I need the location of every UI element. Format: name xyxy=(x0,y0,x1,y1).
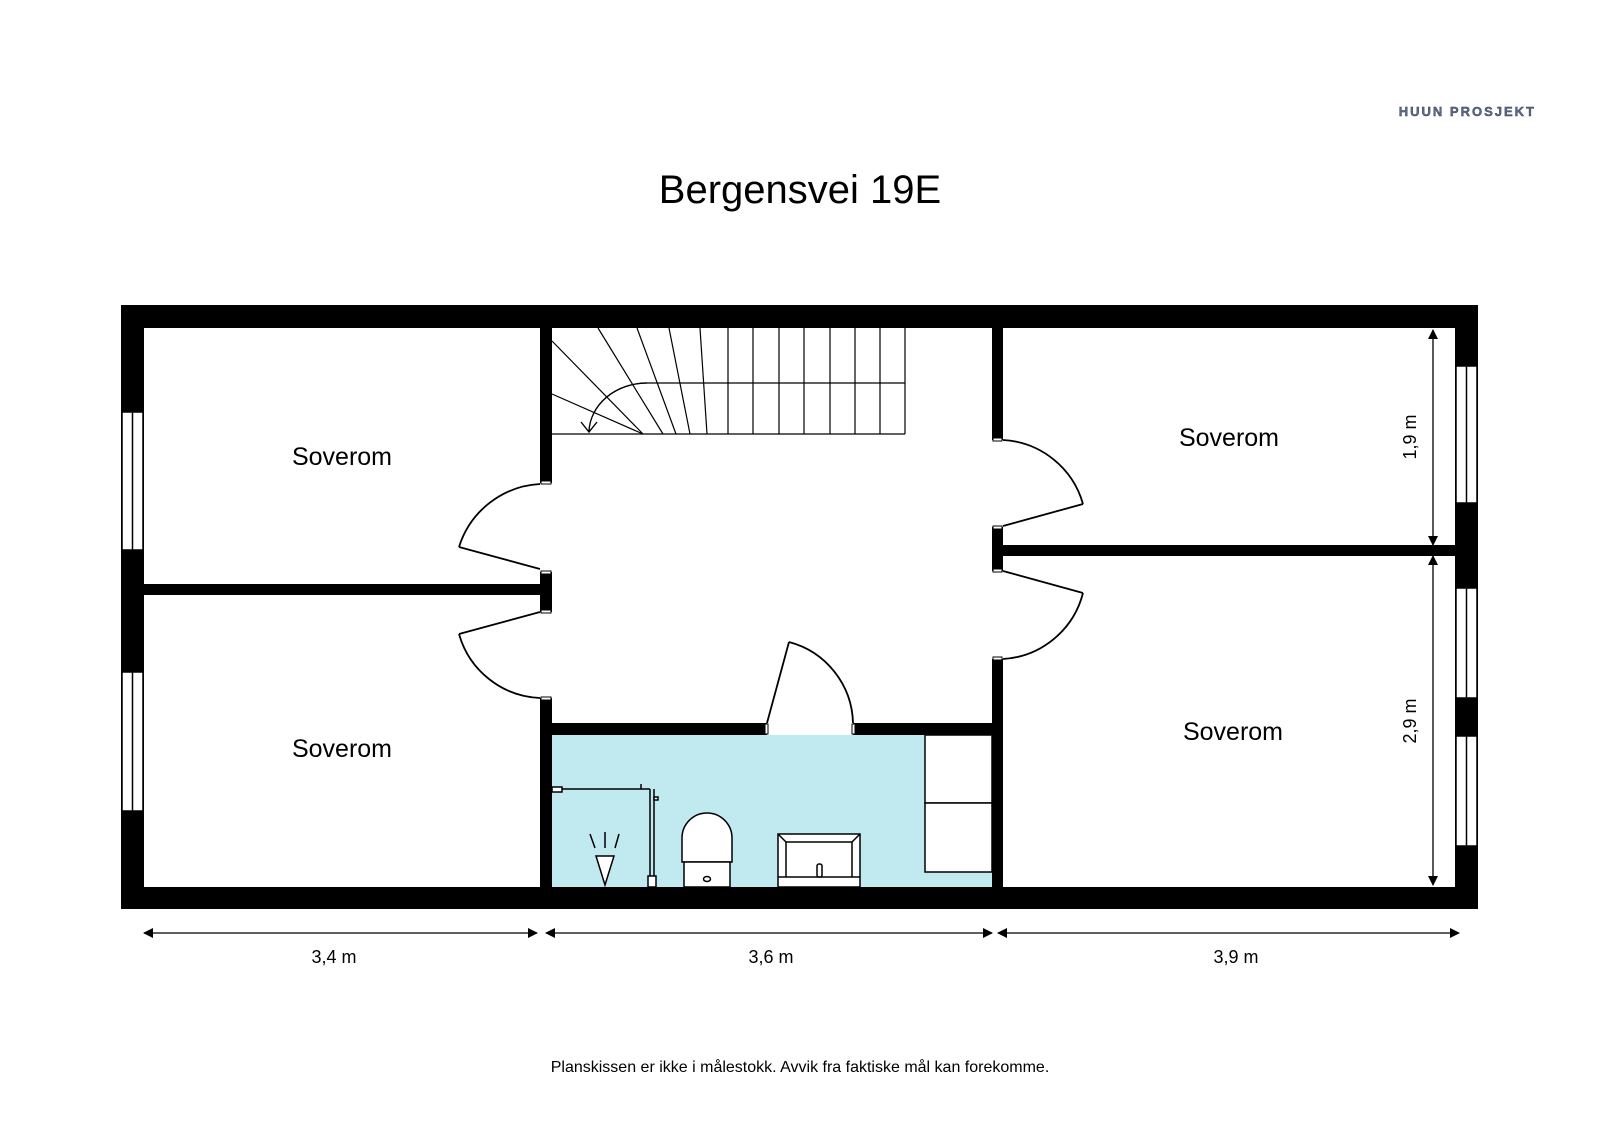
room-label-bedroom-top-right: Soverom xyxy=(1179,424,1279,452)
shower xyxy=(551,784,659,888)
dimension-label-3-6m: 3,6 m xyxy=(748,947,793,967)
company-logo: HUUN PROSJEKT xyxy=(1399,104,1536,119)
bathroom-floor xyxy=(552,735,992,887)
staircase xyxy=(551,327,906,435)
page-title: Bergensvei 19E xyxy=(659,168,941,212)
window-right-1 xyxy=(1455,365,1478,504)
room-label-bedroom-bottom-right: Soverom xyxy=(1183,718,1283,746)
window-left-bottom xyxy=(121,671,144,812)
sink-vanity xyxy=(777,833,861,888)
room-label-bedroom-bottom-left: Soverom xyxy=(292,735,392,763)
dimension-label-2-9m: 2,9 m xyxy=(1400,698,1420,743)
interior-walls xyxy=(144,328,1455,887)
disclaimer-text: Planskissen er ikke i målestokk. Avvik f… xyxy=(551,1058,1050,1076)
room-label-bedroom-top-left: Soverom xyxy=(292,443,392,471)
washer-dryer xyxy=(924,734,993,873)
dimension-label-1-9m: 1,9 m xyxy=(1400,414,1420,459)
door-bottom-right-bedroom xyxy=(1002,570,1084,660)
door-bottom-left-bedroom xyxy=(458,611,541,699)
window-right-2 xyxy=(1455,587,1478,699)
door-bathroom xyxy=(766,641,854,724)
door-top-right-bedroom xyxy=(1002,439,1084,527)
door-top-left-bedroom xyxy=(458,483,541,570)
window-left-top xyxy=(121,411,144,551)
window-right-3 xyxy=(1455,735,1478,847)
dimension-label-3-4m: 3,4 m xyxy=(311,947,356,967)
toilet xyxy=(681,812,733,888)
dimension-label-3-9m: 3,9 m xyxy=(1213,947,1258,967)
door-jambs xyxy=(540,437,1003,735)
